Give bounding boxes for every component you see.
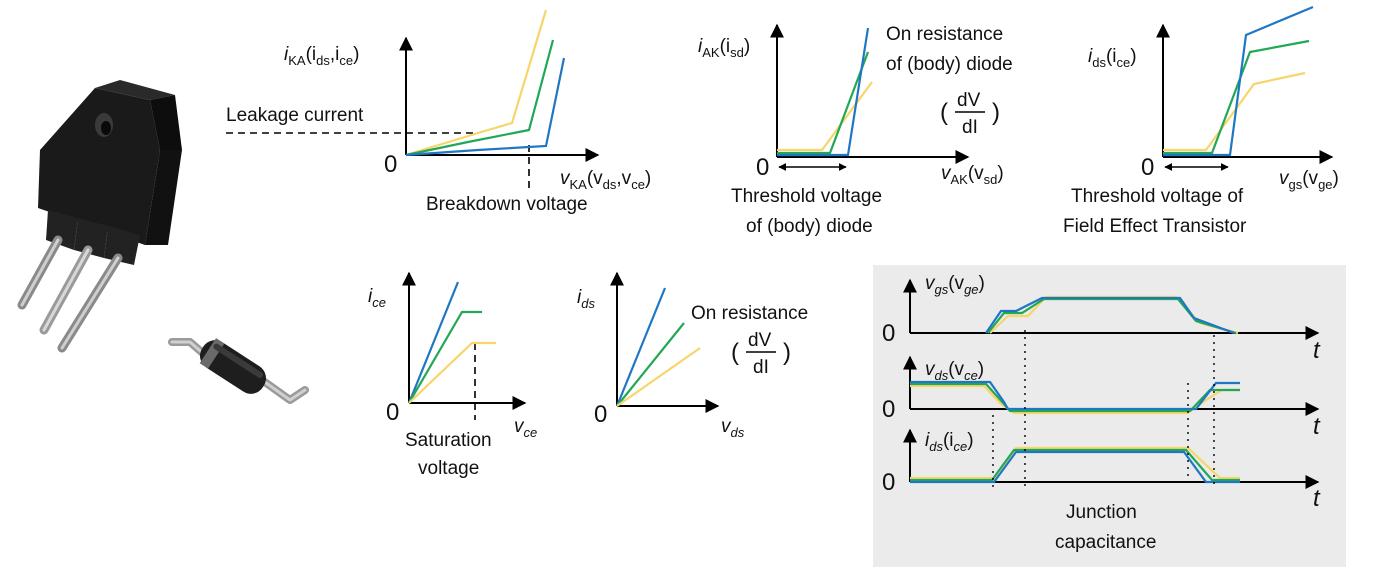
igbt-output-chart: ice 0 vce Saturation voltage [368,271,537,479]
body-diode-frac-num: dV [957,90,981,111]
body-diode-paren-right: ) [992,99,1000,126]
leakage-current-label: Leakage current [226,105,364,126]
saturation-line2: voltage [418,458,479,479]
vds-label: vds(vce) [925,359,984,383]
mosfet-xlabel: vds [721,416,745,440]
vgs-label: vgs(vge) [925,273,985,297]
saturation-line1: Saturation [405,430,492,451]
threshold-fet-line1: Threshold voltage of [1071,186,1244,207]
vds-t-label: t [1313,413,1321,440]
body-diode-paren-left: ( [940,99,948,126]
on-resistance-diode-line2: of (body) diode [886,54,1013,75]
mosfet-paren-left: ( [731,339,739,366]
ids-t-label: t [1313,485,1321,512]
threshold-diode-line2: of (body) diode [746,216,873,237]
junction-line2: capacitance [1055,532,1156,553]
mosfet-frac-den: dI [753,357,769,378]
mosfet-output-chart: ids 0 On resistance ( dV dI ) vds [577,271,808,440]
breakdown-xlabel: vKA(vds,vce) [560,168,651,192]
switching-panel: vgs(vge) 0 t vds(vce) 0 t ids(ice) 0 t J… [873,265,1346,567]
body-diode-frac-den: dI [962,117,978,138]
body-diode-chart: iAK(isd) 0 On resistance of (body) diode… [698,23,1013,237]
to247-package-icon [17,80,182,353]
fet-origin: 0 [1141,154,1154,181]
fet-xlabel: vgs(vge) [1279,168,1339,192]
ids-origin: 0 [882,469,895,496]
axial-diode-icon [168,338,309,404]
fet-transfer-chart: ids(ice) 0 vgs(vge) Threshold voltage of… [1063,5,1339,237]
igbt-xlabel: vce [514,416,537,440]
mosfet-frac-num: dV [748,330,772,351]
mosfet-paren-right: ) [783,339,791,366]
threshold-diode-line1: Threshold voltage [731,186,882,207]
ids-label: ids(ice) [925,430,974,454]
body-diode-origin: 0 [756,154,769,181]
on-resistance-diode-line1: On resistance [886,24,1003,45]
vgs-origin: 0 [882,320,895,347]
mosfet-origin: 0 [594,401,607,428]
body-diode-xlabel: vAK(vsd) [941,163,1004,187]
mosfet-ylabel: ids [577,287,595,311]
vgs-t-label: t [1313,337,1321,364]
body-diode-ylabel: iAK(isd) [698,36,750,60]
threshold-fet-line2: Field Effect Transistor [1063,216,1247,237]
on-resistance-mosfet: On resistance [691,303,808,324]
fet-ylabel: ids(ice) [1088,46,1137,70]
switching-panel-bg [873,265,1346,567]
breakdown-ylabel: iKA(ids,ice) [284,44,359,68]
junction-line1: Junction [1066,502,1137,523]
breakdown-chart: iKA(ids,ice) 0 Leakage current vKA(vds,v… [226,9,651,215]
vds-origin: 0 [882,396,895,423]
breakdown-voltage-label: Breakdown voltage [426,194,588,215]
igbt-ylabel: ice [368,286,386,310]
igbt-origin: 0 [386,399,399,426]
breakdown-origin: 0 [384,151,397,178]
